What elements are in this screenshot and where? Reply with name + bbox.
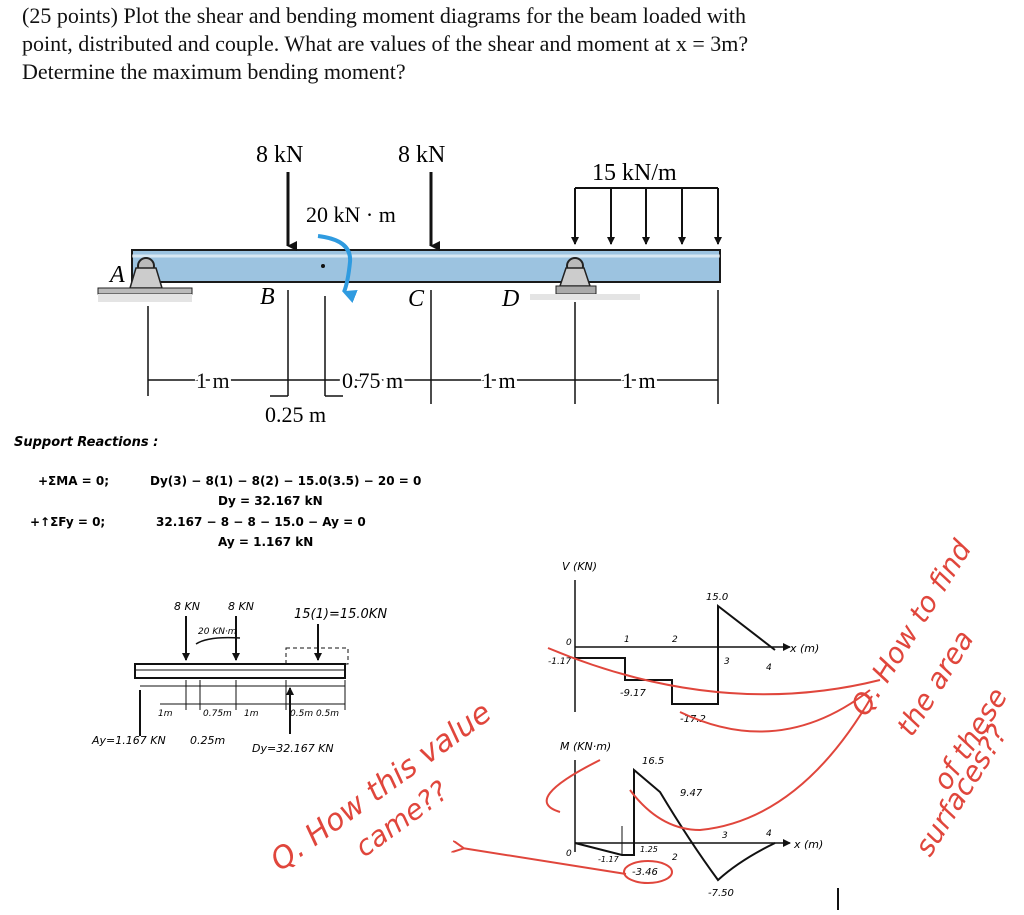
fbd-force-1: 8 KN — [174, 600, 200, 613]
shear-diagram: V (KN) x (m) 0 -1.17 -9.17 -17.2 15.0 1 … — [548, 560, 819, 725]
dim-label-4: 1 m — [622, 368, 656, 393]
handwritten-annotations: Q. How this value came?? Q. How to find … — [264, 534, 1014, 884]
support-reactions: Support Reactions : +ΣMA = 0; Dy(3) − 8(… — [14, 435, 421, 549]
red-line-1 — [547, 647, 881, 696]
dim-label-3: 1 m — [482, 368, 516, 393]
eq1-result: Dy = 32.167 kN — [218, 494, 323, 508]
beam-diagram: A 8 kN 8 kN 20 kN · m 15 kN/m B C — [97, 142, 722, 427]
couple-label: 20 kN · m — [306, 202, 396, 227]
fbd-dist: 15(1)=15.0KN — [294, 607, 387, 622]
moment-m5: -3.46 — [632, 867, 658, 878]
roller-support-d — [530, 257, 640, 300]
couple-arrow — [317, 234, 358, 303]
distributed-load — [571, 187, 722, 245]
load-label-c: 8 kN — [398, 142, 445, 168]
eq1: Dy(3) − 8(1) − 8(2) − 15.0(3.5) − 20 = 0 — [150, 474, 421, 488]
moment-t4: 4 — [766, 829, 772, 839]
moment-curve — [574, 767, 776, 882]
moment-x-label: x (m) — [793, 838, 823, 851]
circle-346 — [623, 860, 673, 884]
moment-t2: 2 — [672, 853, 678, 863]
fbd-dim-4: 0.5m 0.5m — [290, 709, 339, 719]
fbd-dim-1: 1m — [158, 709, 173, 719]
dim-label-2: 0.75 m — [342, 368, 403, 393]
fbd-dim-2: 0.75m — [203, 709, 232, 719]
label-b: B — [260, 284, 275, 310]
load-label-b: 8 kN — [256, 142, 303, 168]
shear-zero: 0 — [566, 638, 572, 648]
fbd-force-2: 8 KN — [228, 600, 254, 613]
reactions-heading: Support Reactions : — [14, 435, 158, 450]
moment-m4: 1.25 — [640, 845, 658, 854]
shear-v3: 15.0 — [706, 592, 728, 603]
eq2-label: +↑ΣFy = 0; — [30, 515, 105, 529]
shear-t2: 2 — [672, 635, 678, 645]
shear-axis-label: V (KN) — [562, 560, 597, 573]
free-body-diagram: 8 KN 8 KN 15(1)=15.0KN 20 KN·m 1m 0.75m … — [91, 600, 387, 755]
dim-label-5: 0.25 m — [265, 402, 326, 427]
moment-diagram: M (KN·m) x (m) 0 16.5 9.47 -1.17 1.25 -3… — [560, 740, 839, 910]
red-line-3 — [629, 695, 873, 832]
red-line-2 — [679, 689, 871, 733]
moment-axis-label: M (KN·m) — [560, 740, 611, 753]
shear-t3: 3 — [724, 657, 730, 667]
problem-statement: (25 points) Plot the shear and bending m… — [22, 2, 1012, 86]
moment-m3: -1.17 — [598, 855, 620, 864]
label-a: A — [108, 262, 125, 288]
shear-va: -1.17 — [548, 657, 572, 667]
dim-label-1: 1 m — [196, 368, 230, 393]
fbd-ay: Ay=1.167 KN — [91, 734, 166, 747]
eq2: 32.167 − 8 − 8 − 15.0 − Ay = 0 — [156, 515, 366, 529]
red-arrow-346 — [462, 848, 627, 875]
label-c: C — [408, 286, 425, 312]
fbd-dim-3: 1m — [244, 709, 259, 719]
fbd-couple: 20 KN·m — [198, 627, 237, 637]
problem-line-2: point, distributed and couple. What are … — [22, 31, 749, 56]
fbd-dy: Dy=32.167 KN — [252, 742, 334, 755]
problem-line-3: Determine the maximum bending moment? — [22, 59, 406, 84]
problem-line-1: (25 points) Plot the shear and bending m… — [22, 3, 747, 28]
moment-m1: 16.5 — [642, 756, 664, 767]
eq1-label: +ΣMA = 0; — [38, 474, 109, 488]
moment-m6: -7.50 — [708, 888, 734, 899]
red-line-4 — [545, 759, 601, 813]
pin-support-a — [97, 257, 193, 302]
dist-load-label: 15 kN/m — [592, 160, 677, 186]
fbd-dim-5: 0.25m — [190, 734, 225, 747]
shear-curve — [575, 603, 776, 705]
moment-m2: 9.47 — [680, 788, 703, 799]
shear-x-label: x (m) — [789, 642, 819, 655]
shear-v1: -9.17 — [620, 688, 647, 699]
moment-zero: 0 — [566, 849, 572, 859]
label-d: D — [501, 286, 519, 312]
shear-t1: 1 — [624, 635, 630, 645]
moment-t3: 3 — [722, 831, 728, 841]
eq2-result: Ay = 1.167 kN — [218, 535, 313, 549]
shear-t4: 4 — [766, 663, 772, 673]
shear-v2: -17.2 — [680, 714, 706, 725]
